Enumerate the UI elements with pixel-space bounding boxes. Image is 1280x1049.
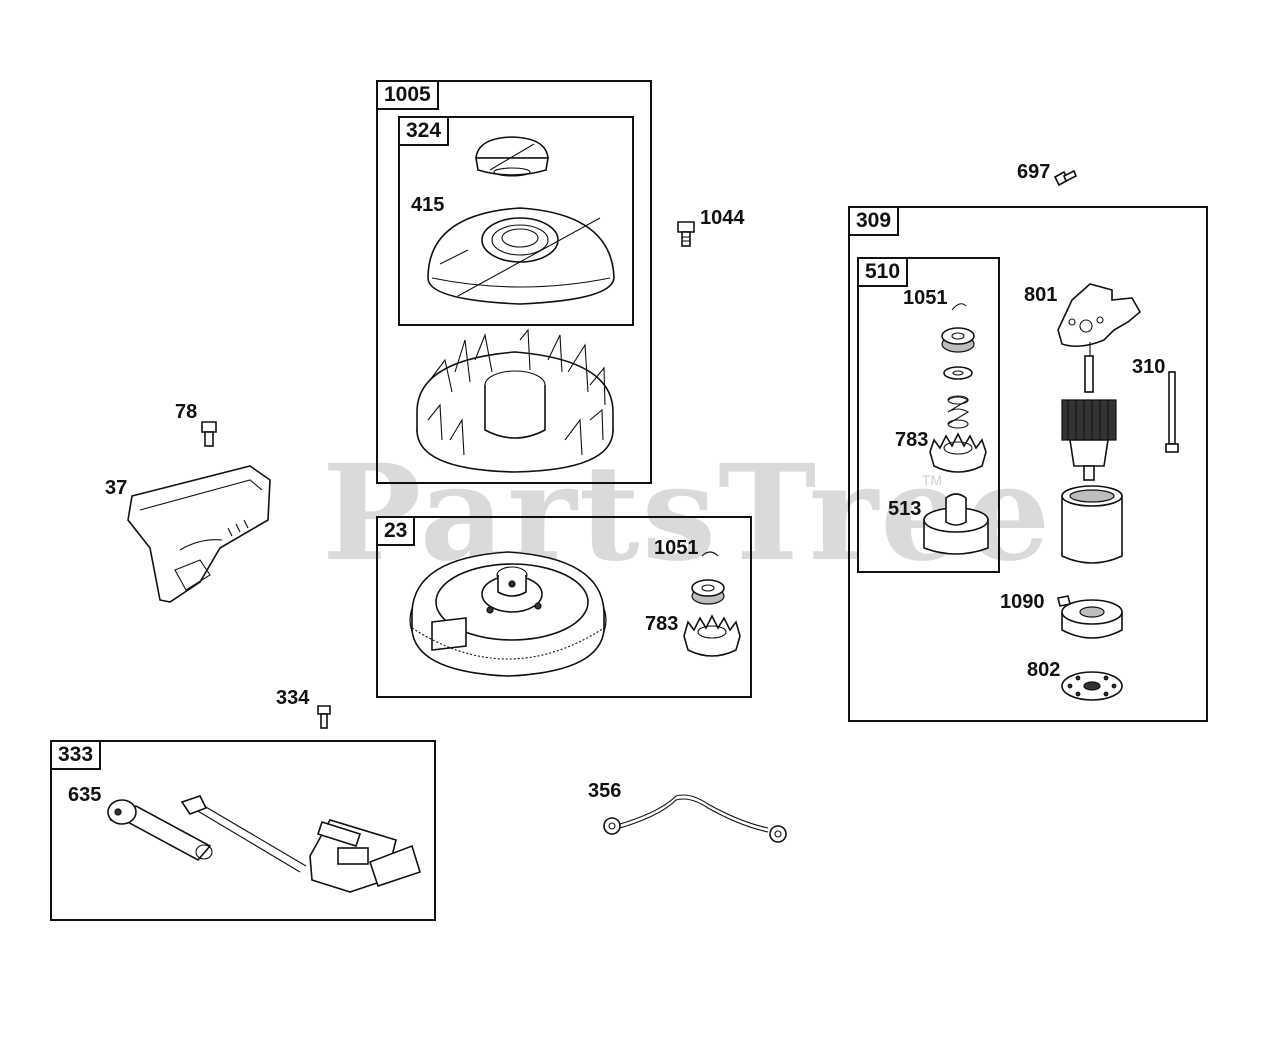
callout-334[interactable]: 334 <box>276 687 310 709</box>
callout-697[interactable]: 697 <box>1017 161 1051 183</box>
fan-cover-screen[interactable] <box>427 207 615 305</box>
helix-drive[interactable] <box>923 493 989 555</box>
callout-310[interactable]: 310 <box>1132 356 1166 378</box>
callout-802[interactable]: 802 <box>1027 659 1061 681</box>
group-box-324: 324 <box>398 116 634 326</box>
group-box-510: 510 <box>857 257 1000 573</box>
group-label-510[interactable]: 510 <box>859 259 909 287</box>
group-label-1005[interactable]: 1005 <box>378 82 439 110</box>
watermark-trademark: TM <box>922 472 943 488</box>
starter-housing[interactable] <box>1061 485 1123 564</box>
group-box-333: 333 <box>50 740 436 921</box>
starter-clutch-spacer[interactable] <box>691 579 725 605</box>
ignition-armature[interactable] <box>180 795 421 893</box>
air-guide-shroud[interactable] <box>127 465 271 603</box>
group-label-333[interactable]: 333 <box>52 742 102 770</box>
callout-1090[interactable]: 1090 <box>1000 591 1045 613</box>
callout-635[interactable]: 635 <box>68 784 102 806</box>
group-label-23[interactable]: 23 <box>378 518 416 546</box>
retaining-ring[interactable] <box>951 303 967 311</box>
bolt[interactable] <box>317 705 331 729</box>
retaining-ring[interactable] <box>701 551 719 557</box>
callout-415[interactable]: 415 <box>411 194 445 216</box>
callout-356[interactable]: 356 <box>588 780 622 802</box>
oil-fill-cap[interactable] <box>475 136 549 177</box>
starter-end-cap[interactable] <box>1057 595 1123 639</box>
group-label-309[interactable]: 309 <box>850 208 900 236</box>
starter-armature[interactable] <box>1061 355 1117 481</box>
callout-783[interactable]: 783 <box>645 613 679 635</box>
starter-bracket[interactable] <box>1057 283 1142 356</box>
flywheel[interactable] <box>409 551 607 677</box>
starter-through-bolt[interactable] <box>1165 371 1179 453</box>
callout-513[interactable]: 513 <box>888 498 922 520</box>
starter-drive-plate[interactable] <box>1061 671 1123 701</box>
spring[interactable] <box>947 395 970 429</box>
starter-clutch-spacer[interactable] <box>941 327 975 353</box>
callout-1051[interactable]: 1051 <box>654 537 699 559</box>
callout-783[interactable]: 783 <box>895 429 929 451</box>
callout-37[interactable]: 37 <box>105 477 128 499</box>
bolt[interactable] <box>201 421 217 447</box>
group-box-1005: 1005 <box>376 80 652 484</box>
bolt-small[interactable] <box>1053 169 1078 187</box>
spark-plug-boot[interactable] <box>107 799 213 862</box>
thrust-washer[interactable] <box>943 366 973 380</box>
callout-1051[interactable]: 1051 <box>903 287 948 309</box>
flywheel-fan[interactable] <box>416 328 614 473</box>
bolt[interactable] <box>677 221 695 247</box>
group-label-324[interactable]: 324 <box>400 118 450 146</box>
starter-pinion-gear[interactable] <box>929 432 987 473</box>
callout-1044[interactable]: 1044 <box>700 207 745 229</box>
group-box-23: 23 <box>376 516 752 698</box>
ground-wire[interactable] <box>603 794 787 843</box>
callout-801[interactable]: 801 <box>1024 284 1058 306</box>
starter-pinion-gear[interactable] <box>683 614 741 657</box>
group-box-309: 309 <box>848 206 1208 722</box>
callout-78[interactable]: 78 <box>175 401 198 423</box>
